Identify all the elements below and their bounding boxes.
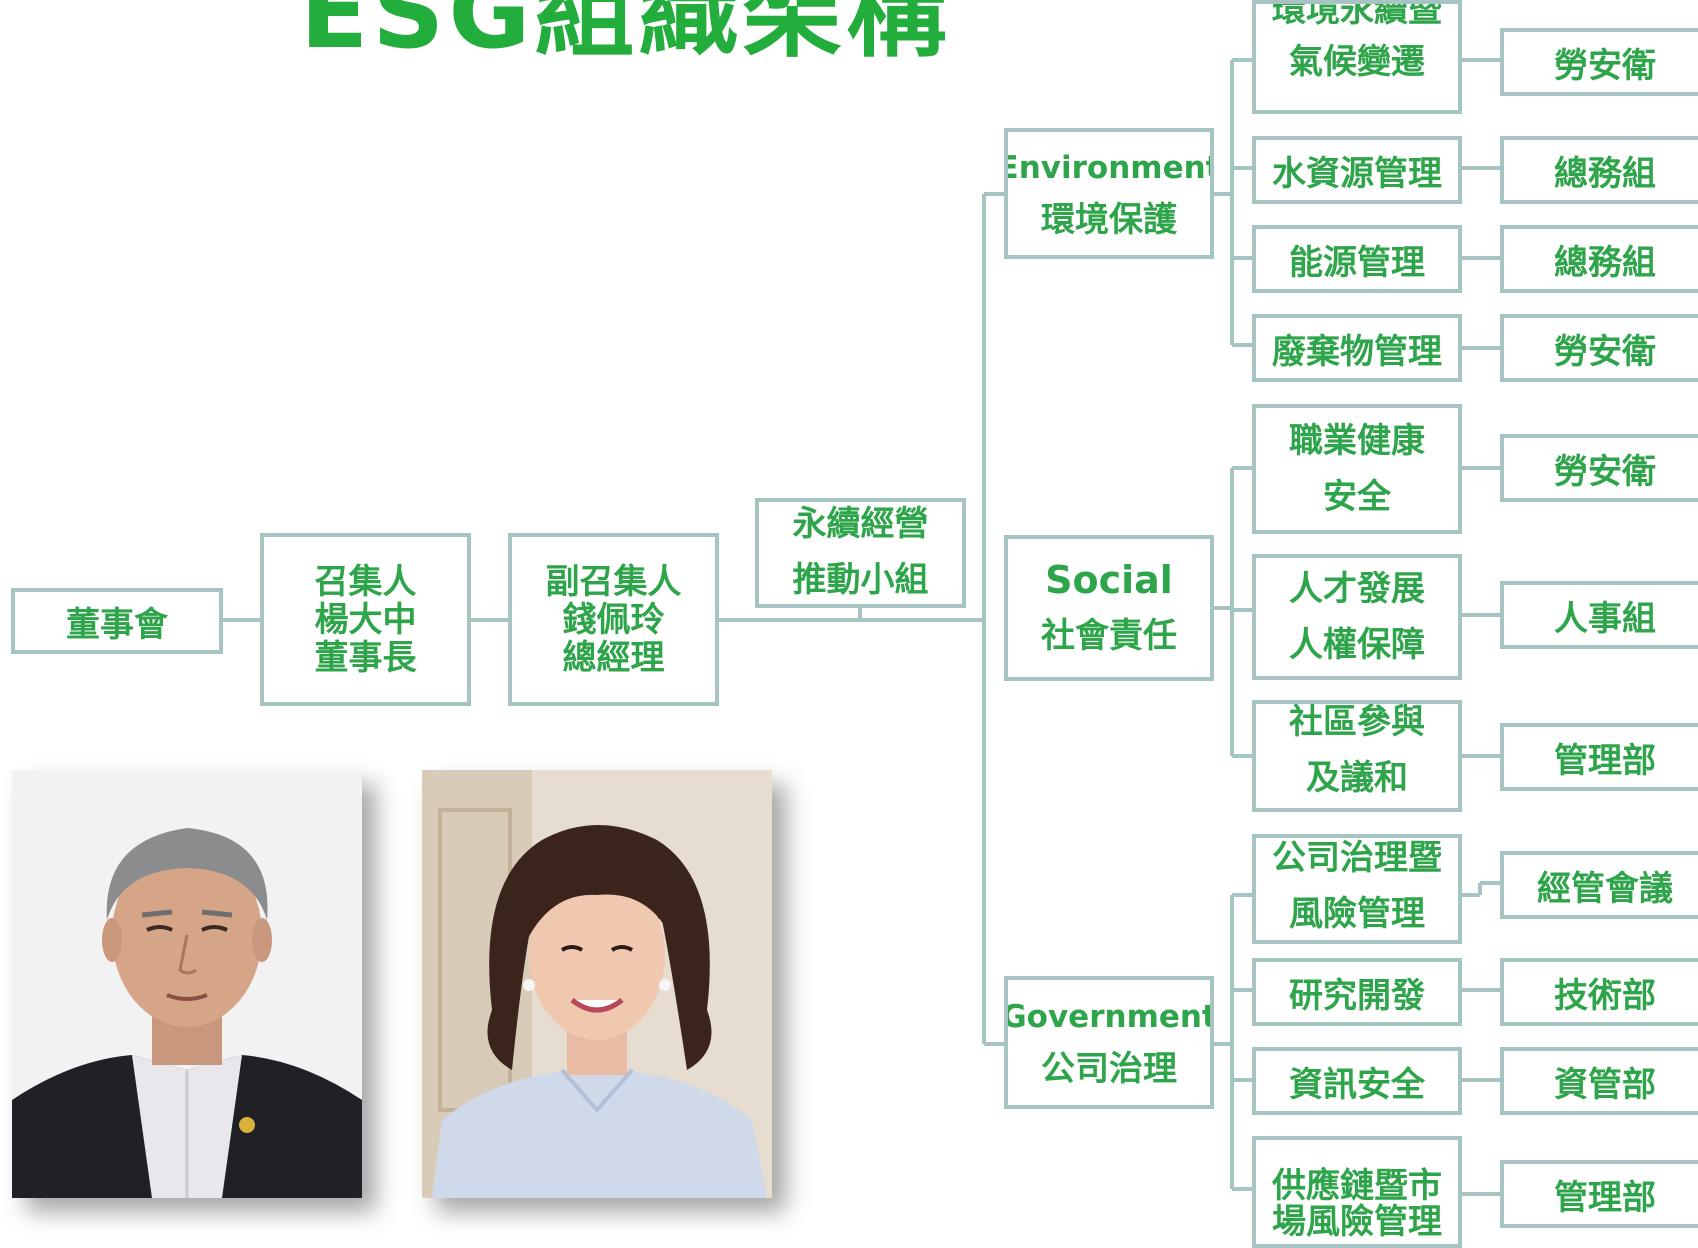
pillar-environment-zh: 環境保護	[1041, 199, 1177, 240]
pillar-government-zh: 公司治理	[1041, 1048, 1177, 1089]
convener-name: 楊大中	[314, 599, 417, 640]
topic-line: 能源管理	[1289, 242, 1425, 283]
topic-box: 人才發展 人權保障	[1252, 554, 1462, 680]
topic-line: 水資源管理	[1272, 153, 1442, 194]
topic-line: 氣候變遷	[1289, 42, 1425, 82]
topic-line: 場風險管理	[1272, 1202, 1442, 1242]
topic-box: 供應鏈暨市 場風險管理	[1252, 1136, 1462, 1248]
pillar-environment-en: Environment	[1004, 149, 1214, 186]
pillar-environment: Environment 環境保護	[1004, 128, 1214, 259]
deputy-box: 副召集人 錢佩玲 總經理	[508, 533, 719, 706]
topic-box: 社區參與 及議和	[1252, 700, 1462, 812]
owner-label: 經管會議	[1537, 868, 1673, 909]
topic-line: 人權保障	[1289, 625, 1425, 665]
topic-box: 資訊安全	[1252, 1047, 1462, 1115]
taskforce-line1: 永續經營	[792, 504, 929, 544]
topic-line: 社區參與	[1289, 702, 1425, 742]
owner-label: 技術部	[1554, 975, 1656, 1016]
owner-box: 勞安衛	[1500, 314, 1698, 382]
owner-label: 管理部	[1554, 1177, 1656, 1218]
topic-line: 資訊安全	[1289, 1064, 1425, 1105]
owner-label: 勞安衛	[1554, 331, 1656, 372]
owner-label: 勞安衛	[1554, 45, 1656, 86]
deputy-role: 副召集人	[545, 561, 682, 602]
deputy-portrait	[422, 770, 772, 1198]
convener-title: 董事長	[314, 637, 417, 678]
page-title: ESG組織架構	[300, 0, 951, 71]
topic-line: 風險管理	[1289, 894, 1425, 934]
owner-box: 經管會議	[1500, 851, 1698, 919]
owner-label: 人事組	[1554, 598, 1656, 639]
topic-line: 職業健康	[1289, 421, 1425, 461]
taskforce-box: 永續經營 推動小組	[755, 498, 966, 608]
convener-portrait	[12, 770, 362, 1198]
topic-line: 安全	[1323, 477, 1391, 517]
topic-box: 研究開發	[1252, 958, 1462, 1026]
owner-label: 總務組	[1554, 242, 1656, 283]
taskforce-line2: 推動小組	[792, 560, 929, 600]
topic-line: 及議和	[1306, 758, 1408, 798]
convener-box: 召集人 楊大中 董事長	[260, 533, 471, 706]
pillar-social-en: Social	[1045, 558, 1173, 602]
topic-line: 研究開發	[1289, 975, 1425, 1016]
topic-box: 職業健康 安全	[1252, 404, 1462, 534]
topic-line: 供應鏈暨市	[1272, 1166, 1442, 1206]
pillar-social-zh: 社會責任	[1041, 616, 1177, 656]
owner-label: 資管部	[1554, 1064, 1656, 1105]
pillar-government-en: Government	[1004, 998, 1214, 1035]
topic-box: 水資源管理	[1252, 136, 1462, 204]
owner-label: 總務組	[1554, 153, 1656, 194]
topic-line: 公司治理暨	[1272, 838, 1442, 878]
deputy-name: 錢佩玲	[562, 599, 665, 640]
topic-line: 環境永續暨	[1272, 0, 1442, 30]
owner-label: 管理部	[1554, 740, 1656, 781]
board-box: 董事會	[11, 588, 223, 654]
pillar-social: Social 社會責任	[1004, 535, 1214, 681]
topic-box: 環境永續暨 氣候變遷	[1252, 0, 1462, 114]
owner-box: 勞安衛	[1500, 434, 1698, 502]
owner-box: 總務組	[1500, 225, 1698, 293]
owner-label: 勞安衛	[1554, 451, 1656, 492]
convener-role: 召集人	[314, 561, 417, 602]
owner-box: 管理部	[1500, 723, 1698, 791]
topic-line: 廢棄物管理	[1272, 331, 1442, 372]
owner-box: 人事組	[1500, 581, 1698, 649]
topic-line: 人才發展	[1289, 569, 1425, 609]
topic-box: 能源管理	[1252, 225, 1462, 293]
owner-box: 管理部	[1500, 1160, 1698, 1228]
pillar-government: Government 公司治理	[1004, 976, 1214, 1109]
deputy-title: 總經理	[562, 637, 665, 678]
topic-box: 廢棄物管理	[1252, 314, 1462, 382]
owner-box: 資管部	[1500, 1047, 1698, 1115]
owner-box: 勞安衛	[1500, 28, 1698, 96]
board-label: 董事會	[66, 604, 168, 645]
topic-box: 公司治理暨 風險管理	[1252, 834, 1462, 944]
owner-box: 總務組	[1500, 136, 1698, 204]
owner-box: 技術部	[1500, 958, 1698, 1026]
